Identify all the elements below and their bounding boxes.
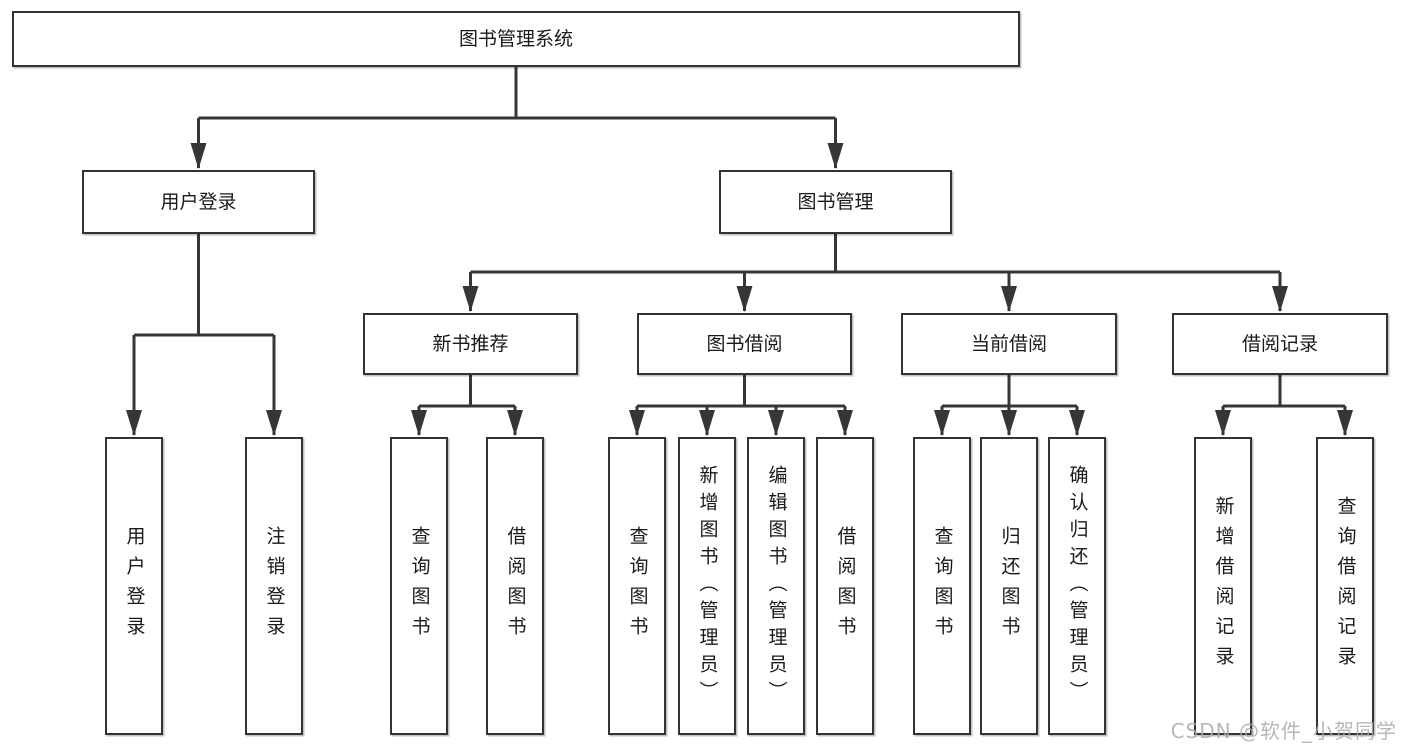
leaf-query-books-borrow: 查询图书: [608, 437, 666, 735]
leaf-query-books-recommend: 查询图书: [390, 437, 448, 735]
leaf-query-books-recommend-label: 查询图书: [408, 526, 431, 646]
leaf-user-login-label: 用户登录: [123, 526, 146, 646]
connector-user-login-children: [126, 234, 282, 436]
leaf-logout-label: 注销登录: [263, 526, 286, 646]
leaf-borrow-books: 借阅图书: [816, 437, 874, 735]
leaf-borrow-books-label: 借阅图书: [834, 526, 857, 646]
node-user-login: 用户登录: [82, 170, 315, 234]
leaf-query-books-current: 查询图书: [913, 437, 971, 735]
leaf-confirm-return-admin: 确认归还（管理员）: [1048, 437, 1106, 735]
leaf-add-borrow-record-label: 新增借阅记录: [1212, 496, 1235, 676]
leaf-borrow-books-recommend: 借阅图书: [486, 437, 544, 735]
leaf-edit-books-admin: 编辑图书（管理员）: [747, 437, 805, 735]
leaf-logout: 注销登录: [245, 437, 303, 735]
leaf-add-books-admin: 新增图书（管理员）: [678, 437, 736, 735]
node-book-borrowing-label: 图书借阅: [706, 332, 783, 355]
node-book-management-label: 图书管理: [797, 190, 874, 213]
leaf-add-borrow-record: 新增借阅记录: [1194, 437, 1252, 735]
node-current-borrowing: 当前借阅: [901, 313, 1117, 375]
leaf-borrow-books-recommend-label: 借阅图书: [504, 526, 527, 646]
leaf-add-books-admin-label: 新增图书（管理员）: [696, 464, 719, 708]
node-borrowing-records: 借阅记录: [1172, 313, 1388, 375]
leaf-user-login: 用户登录: [105, 437, 163, 735]
connector-book-borrow-children: [629, 375, 853, 436]
connector-new-book-children: [411, 375, 523, 436]
node-book-borrowing: 图书借阅: [637, 313, 852, 375]
leaf-query-books-borrow-label: 查询图书: [626, 526, 649, 646]
connector-borrow-records-children: [1215, 375, 1353, 436]
leaf-return-books: 归还图书: [980, 437, 1038, 735]
leaf-query-books-current-label: 查询图书: [931, 526, 954, 646]
connector-current-borrow-children: [934, 375, 1085, 436]
node-user-login-label: 用户登录: [160, 190, 237, 213]
leaf-return-books-label: 归还图书: [998, 526, 1021, 646]
node-borrowing-records-label: 借阅记录: [1241, 332, 1318, 355]
connector-root-to-level2: [190, 67, 844, 169]
node-book-management: 图书管理: [719, 170, 952, 234]
csdn-watermark: CSDN @软件_小贺同学: [1170, 719, 1397, 743]
node-current-borrowing-label: 当前借阅: [970, 332, 1047, 355]
connector-book-management-children: [462, 234, 1288, 312]
leaf-edit-books-admin-label: 编辑图书（管理员）: [765, 464, 788, 708]
node-new-book-recommend-label: 新书推荐: [432, 332, 509, 355]
node-root: 图书管理系统: [12, 11, 1020, 67]
node-root-label: 图书管理系统: [458, 27, 573, 50]
leaf-query-borrow-record-label: 查询借阅记录: [1334, 496, 1357, 676]
leaf-confirm-return-admin-label: 确认归还（管理员）: [1066, 464, 1089, 708]
leaf-query-borrow-record: 查询借阅记录: [1316, 437, 1374, 735]
node-new-book-recommend: 新书推荐: [363, 313, 578, 375]
